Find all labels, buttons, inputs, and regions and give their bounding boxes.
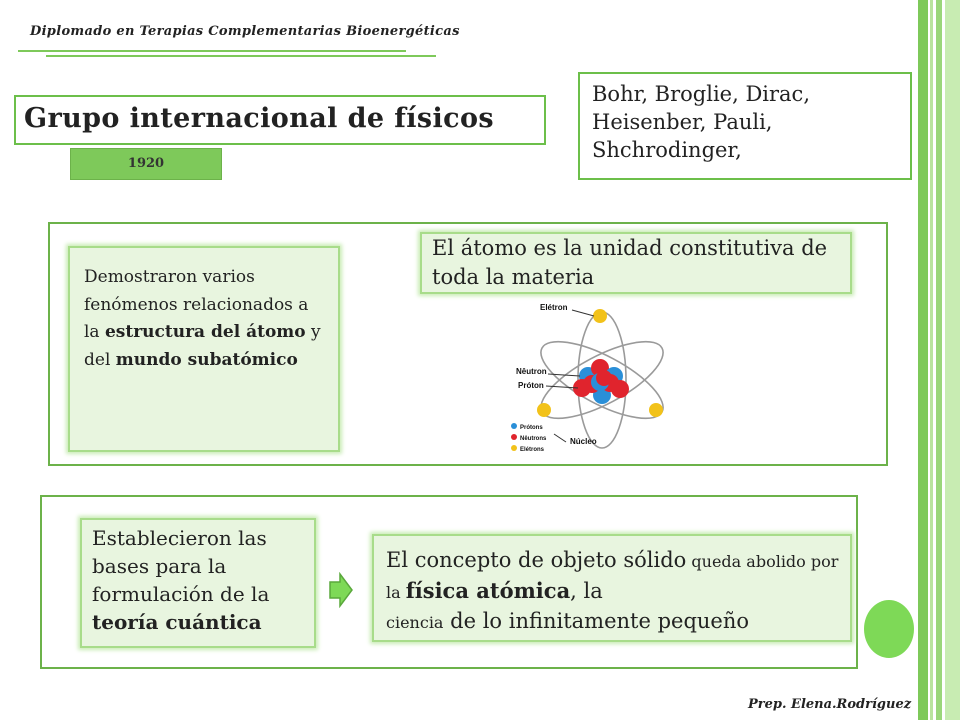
- slide-title: Grupo internacional de físicos: [24, 103, 495, 134]
- names-line: Bohr, Broglie, Dirac,: [592, 82, 810, 106]
- decor-circle: [864, 600, 914, 658]
- header-course-title: Diplomado en Terapias Complementarias Bi…: [30, 24, 460, 39]
- text: queda abolido por la: [386, 552, 839, 602]
- card-fenomenos: Demostraron varios fenómenos relacionado…: [68, 246, 340, 452]
- header-divider: [18, 50, 406, 52]
- title-box: [14, 95, 546, 145]
- proton-label: Próton: [518, 381, 544, 390]
- decor-stripe: [918, 0, 928, 720]
- decor-stripe: [936, 0, 942, 720]
- text-bold: mundo subatómico: [115, 349, 298, 370]
- atom-diagram: Elétron Nêutron Próton Núcleo Prótons Nê…: [511, 303, 664, 453]
- text-bold: teoría cuántica: [92, 610, 262, 634]
- electron: [593, 309, 607, 323]
- text: Demostraron varios fenómenos relacionado…: [84, 267, 309, 342]
- card-atomo: El átomo es la unidad constitutiva de to…: [420, 232, 852, 294]
- physicists-names-box: Bohr, Broglie, Dirac, Heisenber, Pauli, …: [578, 72, 912, 180]
- year-badge: 1920: [70, 148, 222, 180]
- electron-label: Elétron: [540, 303, 568, 312]
- proton: [596, 370, 612, 386]
- neutron-label: Nêutron: [516, 367, 547, 376]
- names-line: Shchrodinger,: [592, 138, 742, 162]
- text: de lo infinitamente pequeño: [443, 609, 750, 633]
- electron: [537, 403, 551, 417]
- text-bold: física atómica: [405, 578, 571, 603]
- decor-stripe: [945, 0, 960, 720]
- decor-stripe: [930, 0, 933, 720]
- text: ciencia: [386, 613, 444, 632]
- legend-label: Elétrons: [520, 447, 545, 453]
- text: y del: [84, 322, 321, 370]
- text: Establecieron las bases para la formulac…: [92, 526, 270, 606]
- card-bases: Establecieron las bases para la formulac…: [80, 518, 316, 648]
- legend-electron-swatch: [511, 445, 517, 451]
- right-arrow-icon: [329, 572, 353, 608]
- header-divider: [46, 55, 436, 57]
- text-bold: estructura del átomo: [104, 322, 306, 342]
- legend-proton-swatch: [511, 423, 517, 429]
- legend-label: Prótons: [520, 425, 543, 431]
- card-concepto: El concepto de objeto sólido queda aboli…: [372, 534, 852, 642]
- electron: [649, 403, 663, 417]
- legend-label: Nêutrons: [520, 436, 547, 442]
- legend-neutron-swatch: [511, 434, 517, 440]
- names-line: Heisenber, Pauli,: [592, 110, 773, 134]
- footer-author: Prep. Elena.Rodríguez: [748, 697, 912, 712]
- text: , la: [570, 579, 603, 603]
- text: El concepto de objeto sólido: [386, 548, 687, 572]
- nucleus-label: Núcleo: [570, 437, 597, 446]
